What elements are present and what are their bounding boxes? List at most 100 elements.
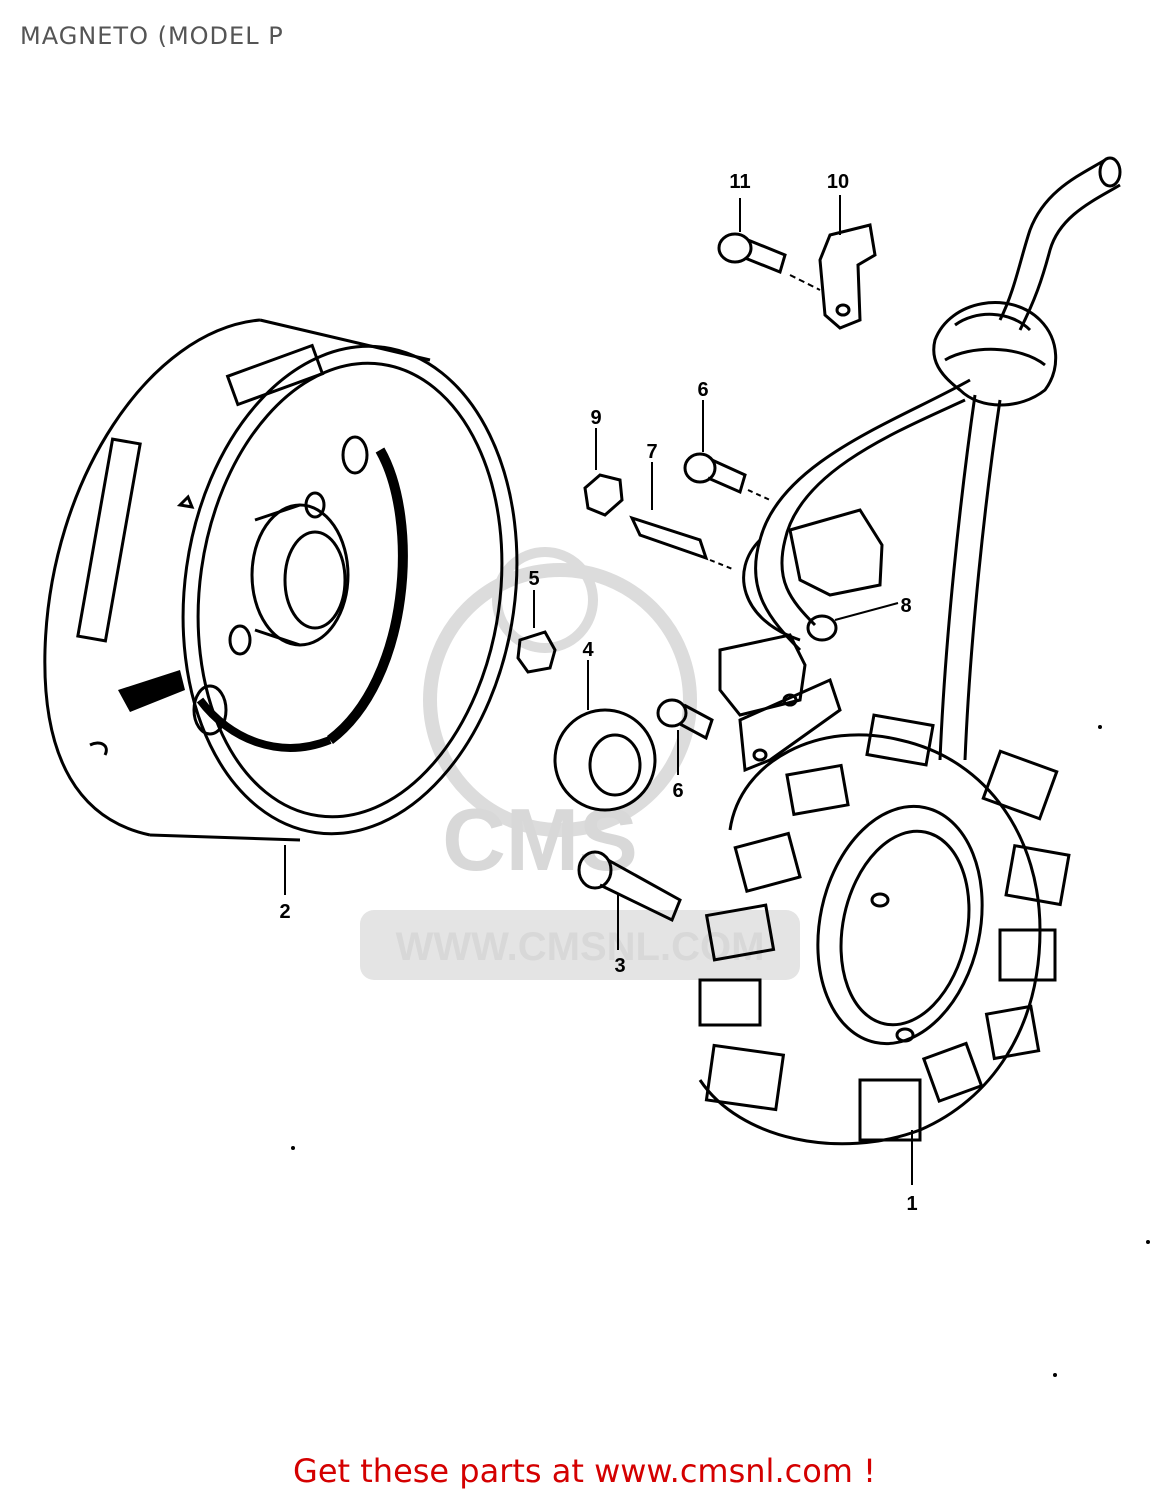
small-fasteners (583, 400, 771, 571)
leader-7-tail (709, 559, 736, 571)
callout-9: 9 (590, 407, 601, 429)
rotor-hub-sides (254, 503, 301, 647)
stator-coil-12 (858, 1078, 922, 1142)
pickup-coils (718, 508, 899, 773)
grommet-ridge-2 (944, 347, 1046, 367)
harness-cable-upper-2 (1018, 183, 1121, 331)
nut-9 (583, 473, 624, 517)
screw-6-lower-head (656, 698, 688, 728)
pickup-bracket (738, 677, 842, 773)
rotor-magnet-arc-bottom (196, 697, 332, 752)
rotor-hole-1 (341, 435, 369, 475)
bolt-11-shank (744, 238, 787, 275)
clamp-10 (818, 223, 877, 330)
stud-7 (629, 515, 709, 561)
rotor-magnet-arc-right (326, 447, 408, 744)
pickup-coil-lower (718, 633, 807, 717)
pickup-screw-8 (806, 614, 838, 642)
callout-4: 4 (582, 639, 594, 661)
callout-6-lower: 6 (672, 780, 683, 802)
rotor-outer-rim (181, 344, 519, 836)
pickup-coil-upper (788, 508, 884, 597)
harness-wire-pickup-2 (780, 398, 966, 627)
buy-parts-link[interactable]: Get these parts at www.cmsnl.com ! (293, 1452, 876, 1490)
callout-10: 10 (827, 171, 849, 193)
stator-coil-5 (698, 978, 762, 1027)
bracket-hole-1 (782, 693, 798, 707)
speck-3 (1146, 1240, 1150, 1244)
rotor-slot-top (225, 343, 325, 407)
stator-coil-6 (704, 1043, 786, 1112)
callout-11: 11 (729, 171, 750, 193)
stator-coil-10 (984, 1004, 1041, 1061)
stator-coil-4 (704, 903, 776, 962)
rotor-mark-1 (176, 494, 195, 509)
flywheel-rotor (43, 318, 519, 895)
rotor-hole-2 (192, 684, 228, 736)
speck-4 (1053, 1373, 1057, 1377)
clamp-and-bolt (717, 195, 877, 330)
stator-coil-9 (998, 928, 1057, 982)
washer-4-outer (553, 708, 657, 812)
bracket-hole-2 (752, 748, 768, 762)
wiring-harness (742, 156, 1122, 761)
rotor-top-edge (259, 318, 431, 362)
rotor-hole-4 (304, 491, 326, 519)
rotor-bottom-edge (149, 833, 301, 842)
bolt-11-head (717, 232, 753, 264)
hub-fasteners (516, 590, 714, 950)
harness-cable-end (1098, 156, 1122, 188)
callout-2: 2 (279, 901, 290, 923)
stator-coil-11 (921, 1041, 984, 1104)
harness-cable-upper-1 (998, 158, 1106, 321)
callout-8: 8 (900, 595, 911, 617)
stator-coil-2 (785, 763, 850, 817)
stator-bore-inner (839, 829, 971, 1027)
watermark-mascot-head (492, 547, 598, 653)
callout-1: 1 (906, 1193, 917, 1215)
callout-3: 3 (614, 955, 625, 977)
harness-wire-pickup-3 (742, 538, 801, 642)
page-title: MAGNETO (MODEL P (20, 22, 284, 50)
harness-wire-main-2 (963, 399, 1002, 761)
harness-grommet (932, 301, 1058, 407)
rotor-mark-2 (89, 741, 108, 756)
watermark-ring (423, 563, 697, 837)
bolt-3-head (577, 850, 613, 890)
stator-bolt-hole-1 (870, 892, 890, 908)
stator-bore-outer (816, 804, 984, 1046)
screw-6-lower-shank (679, 703, 714, 741)
watermark: CMS WWW.CMSNL.COM (360, 547, 800, 980)
screw-6-upper-shank (707, 458, 747, 495)
rotor-inner-rim (196, 361, 504, 819)
watermark-url-plate (360, 910, 800, 980)
stator-bolt-hole-2 (895, 1027, 915, 1043)
harness-wire-pickup-1 (754, 378, 971, 652)
bolt-3-shank (599, 858, 682, 923)
front-arrow-icon (118, 670, 185, 712)
callout-5: 5 (528, 568, 539, 590)
leader-11-to-10 (789, 274, 821, 291)
rotor-slot-side (76, 437, 142, 643)
rotor-back-rim (43, 318, 261, 837)
harness-wire-main-1 (938, 394, 977, 761)
speck-2 (1098, 725, 1102, 729)
speck-1 (291, 1146, 295, 1150)
key-5 (516, 630, 557, 674)
callout-6-upper: 6 (697, 379, 708, 401)
rotor-hub-outer (250, 503, 350, 647)
front-arrow-body (118, 670, 185, 712)
stator-assembly (698, 713, 1071, 1185)
stator-coil-7 (981, 749, 1059, 821)
watermark-brand: CMS (442, 790, 638, 889)
scan-specks (291, 725, 1150, 1377)
clamp-hole (835, 303, 851, 317)
leader-6-upper-tail (747, 489, 771, 501)
leader-8 (834, 602, 899, 621)
grommet-ridge-1 (954, 312, 1032, 332)
stator-coil-1 (865, 713, 935, 767)
callout-7: 7 (646, 441, 657, 463)
rotor-hole-3 (228, 624, 252, 656)
stator-coil-8 (1004, 843, 1071, 907)
